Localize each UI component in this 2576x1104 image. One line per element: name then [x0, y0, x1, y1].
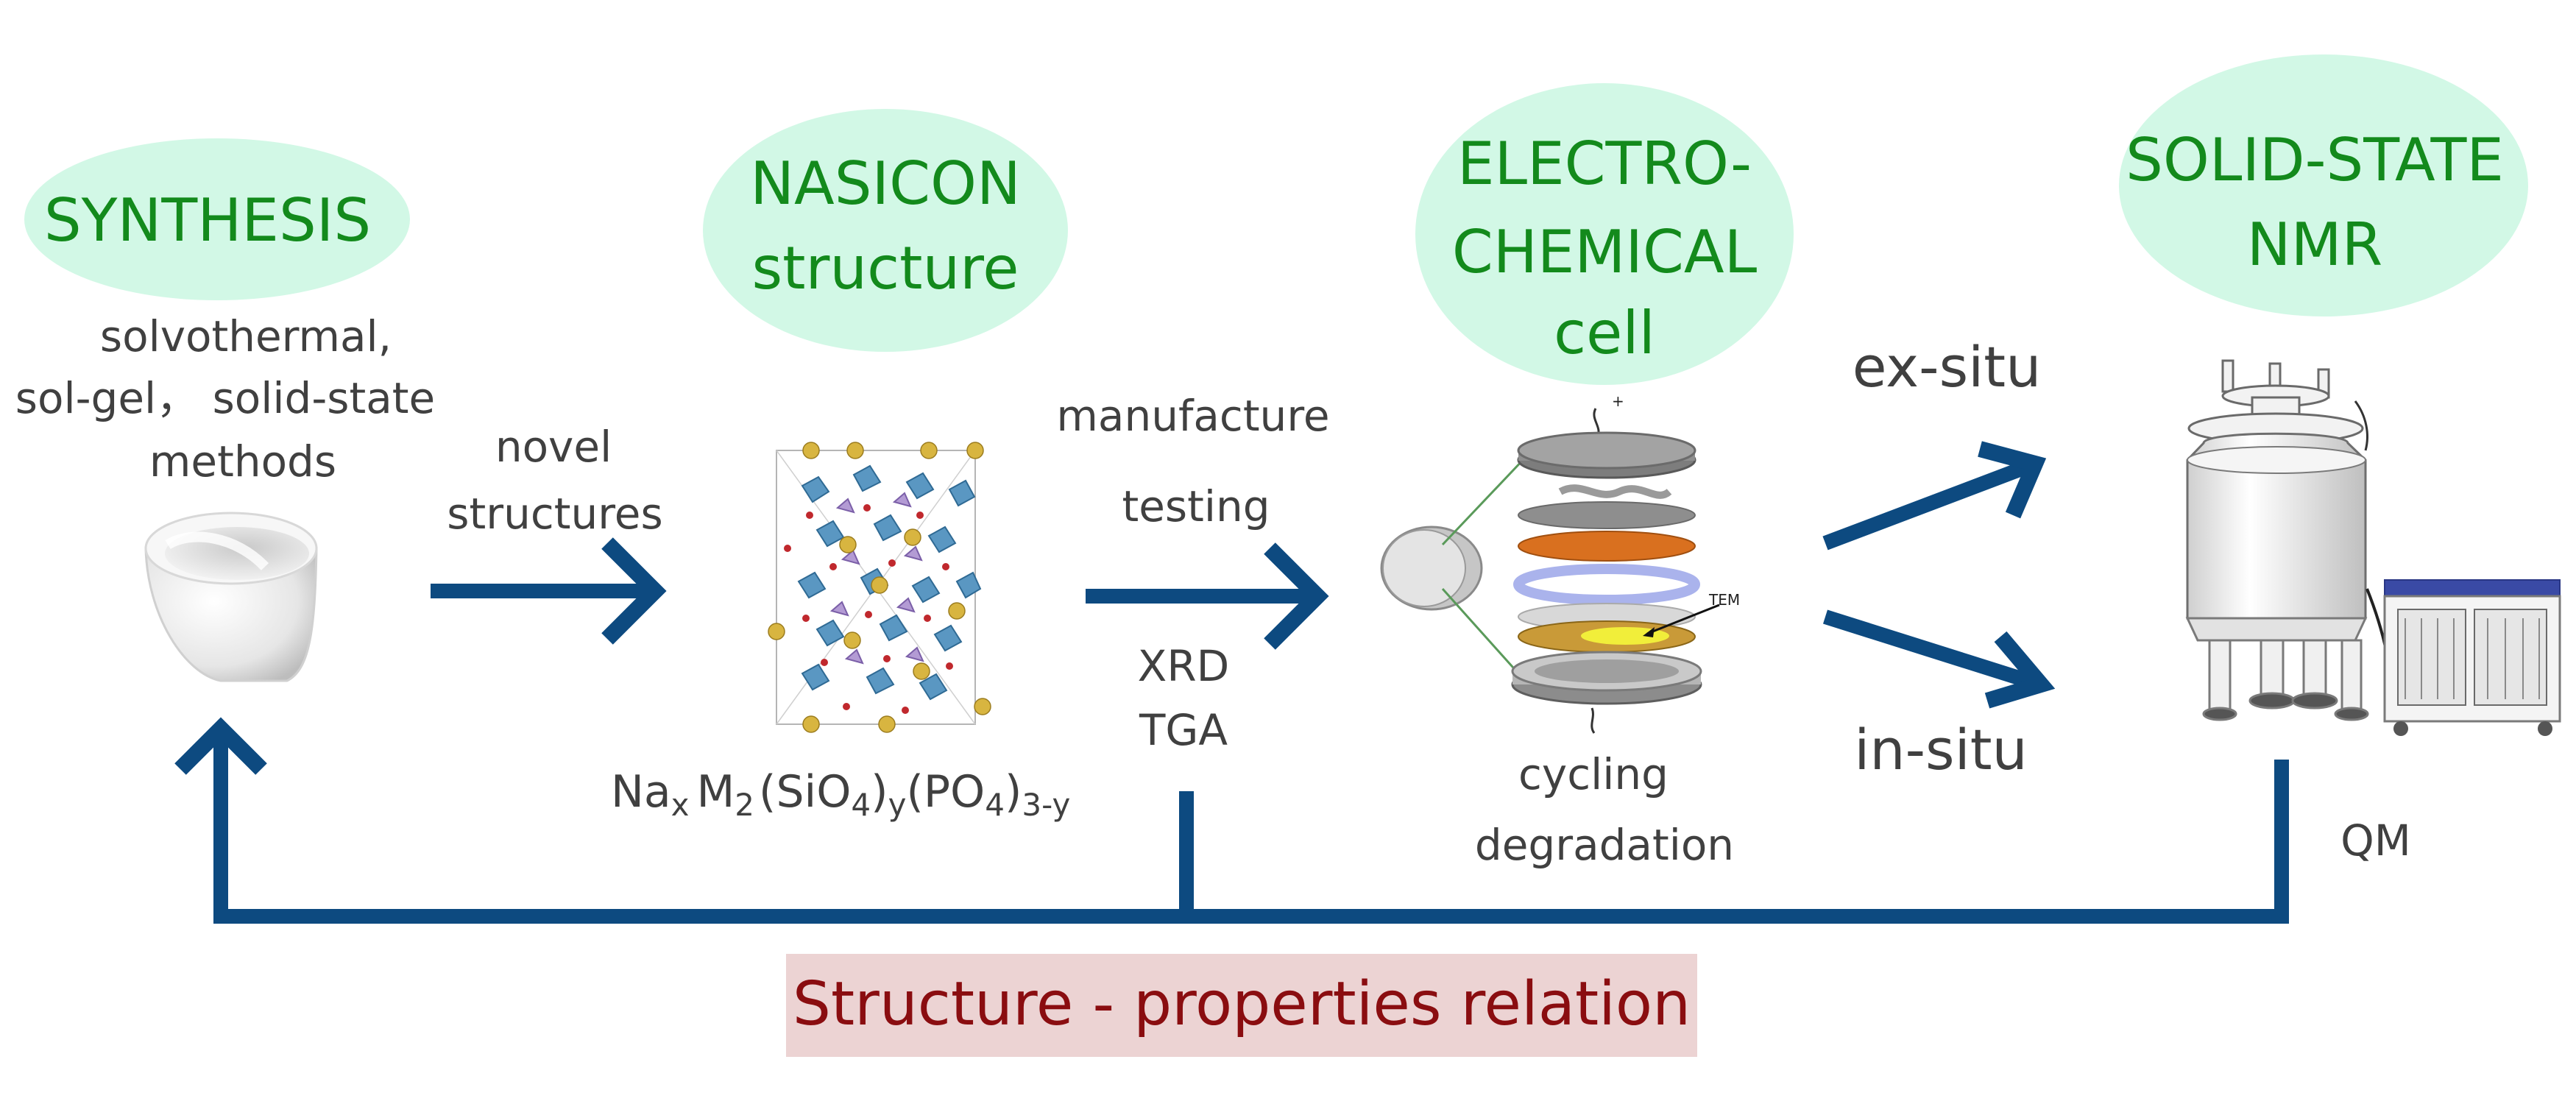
synthesis-method-line-1: solvothermal,	[100, 311, 392, 361]
synthesis-method-line-3: methods	[149, 436, 336, 486]
mortar-bowl-image	[144, 512, 318, 682]
nmr-stage: SOLID-STATE NMR	[2119, 54, 2528, 316]
structures-label: structures	[447, 489, 662, 539]
ex-situ-label: ex-situ	[1853, 334, 2042, 400]
magnet-legs	[2202, 639, 2369, 721]
coin-cell-image: + TEM cycling degradation	[1380, 392, 1740, 870]
feedback-loop-arrow	[174, 717, 2289, 924]
crystal-sodium-atoms	[768, 442, 991, 733]
tem-label: TEM	[1708, 591, 1740, 609]
structure-properties-box: Structure - properties relation	[786, 954, 1697, 1057]
in-situ-label: in-situ	[1854, 717, 2027, 782]
structure-properties-label: Structure - properties relation	[793, 969, 1691, 1039]
electrochemical-title-line-3: cell	[1554, 299, 1655, 367]
arrow-synthesis-to-structure	[431, 537, 667, 645]
manufacture-label: manufacture	[1056, 391, 1329, 441]
synthesis-stage: SYNTHESIS solvothermal, sol-gel， solid-s…	[15, 138, 435, 486]
nasicon-stage: NASICON structure	[703, 109, 1068, 352]
svg-text:+: +	[1612, 392, 1624, 410]
crystal-octahedra	[797, 464, 982, 701]
degradation-label: degradation	[1475, 820, 1734, 870]
exploded-cell-layers: + TEM	[1511, 392, 1740, 734]
nmr-bubble	[2119, 54, 2528, 316]
arrow-ex-situ	[1822, 441, 2047, 551]
electrochemical-title-line-1: ELECTRO-	[1457, 130, 1752, 198]
electrochemical-bubble	[1415, 83, 1794, 385]
xrd-label: XRD	[1138, 641, 1230, 691]
coin-cell-side	[1380, 456, 1526, 682]
electrochemical-title-line-2: CHEMICAL	[1452, 218, 1758, 286]
synthesis-bubble	[24, 138, 410, 300]
arrow-in-situ	[1822, 609, 2056, 709]
tga-label: TGA	[1139, 705, 1228, 755]
qm-label: QM	[2340, 815, 2411, 866]
testing-label: testing	[1122, 481, 1270, 531]
nmr-spectrometer-image: QM	[2185, 359, 2561, 866]
nasicon-crystal-image	[768, 442, 991, 733]
console-cabinet	[2383, 579, 2561, 736]
electrochemical-stage: ELECTRO- CHEMICAL cell	[1415, 83, 1794, 385]
nasicon-title-line-1: NASICON	[750, 149, 1021, 218]
crystal-oxygen-atoms	[784, 504, 953, 714]
nasicon-title-line-2: structure	[751, 234, 1019, 302]
nmr-title-line-2: NMR	[2247, 210, 2382, 279]
magnet-top	[2187, 359, 2364, 445]
synthesis-method-line-2: sol-gel， solid-state	[15, 373, 435, 423]
nmr-title-line-1: SOLID-STATE	[2126, 126, 2504, 194]
novel-label: novel	[495, 422, 612, 472]
synthesis-title: SYNTHESIS	[44, 186, 371, 255]
cycling-label: cycling	[1518, 749, 1669, 799]
nasicon-bubble	[703, 109, 1068, 352]
arrow-structure-to-cell	[1086, 542, 1329, 650]
crystal-tetrahedra	[829, 492, 924, 665]
